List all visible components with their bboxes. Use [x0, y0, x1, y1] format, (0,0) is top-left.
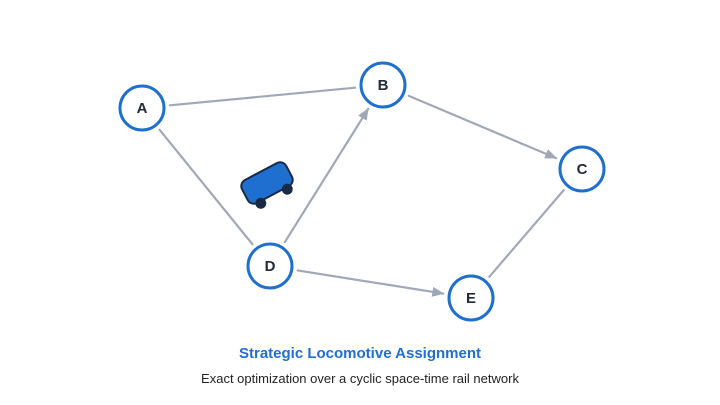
edge-d-e	[296, 269, 445, 297]
nodes-layer: A B C D E	[118, 61, 606, 322]
node-label: D	[265, 258, 276, 275]
edge-d-b	[283, 107, 370, 244]
edge-a-d	[158, 128, 254, 246]
network-diagram: A B C D E	[118, 61, 606, 322]
node-label: A	[137, 100, 148, 117]
locomotive-icon	[240, 161, 294, 209]
node-d: D	[246, 242, 294, 290]
node-circle	[246, 242, 294, 290]
edge-a-b	[168, 86, 357, 107]
locomotive-layer	[240, 161, 294, 209]
edge-b-c	[407, 94, 558, 160]
node-circle	[447, 274, 495, 322]
node-c: C	[558, 145, 606, 193]
node-circle	[558, 145, 606, 193]
node-label: C	[577, 161, 588, 178]
node-label: B	[378, 77, 389, 94]
node-e: E	[447, 274, 495, 322]
diagram-title: Strategic Locomotive Assignment	[239, 345, 481, 362]
diagram-subtitle: Exact optimization over a cyclic space-t…	[201, 371, 519, 386]
edges-layer	[158, 86, 565, 297]
edge-e-c	[488, 189, 565, 278]
node-b: B	[359, 61, 407, 109]
node-label: E	[466, 290, 476, 307]
node-circle	[359, 61, 407, 109]
node-circle	[118, 84, 166, 132]
node-a: A	[118, 84, 166, 132]
